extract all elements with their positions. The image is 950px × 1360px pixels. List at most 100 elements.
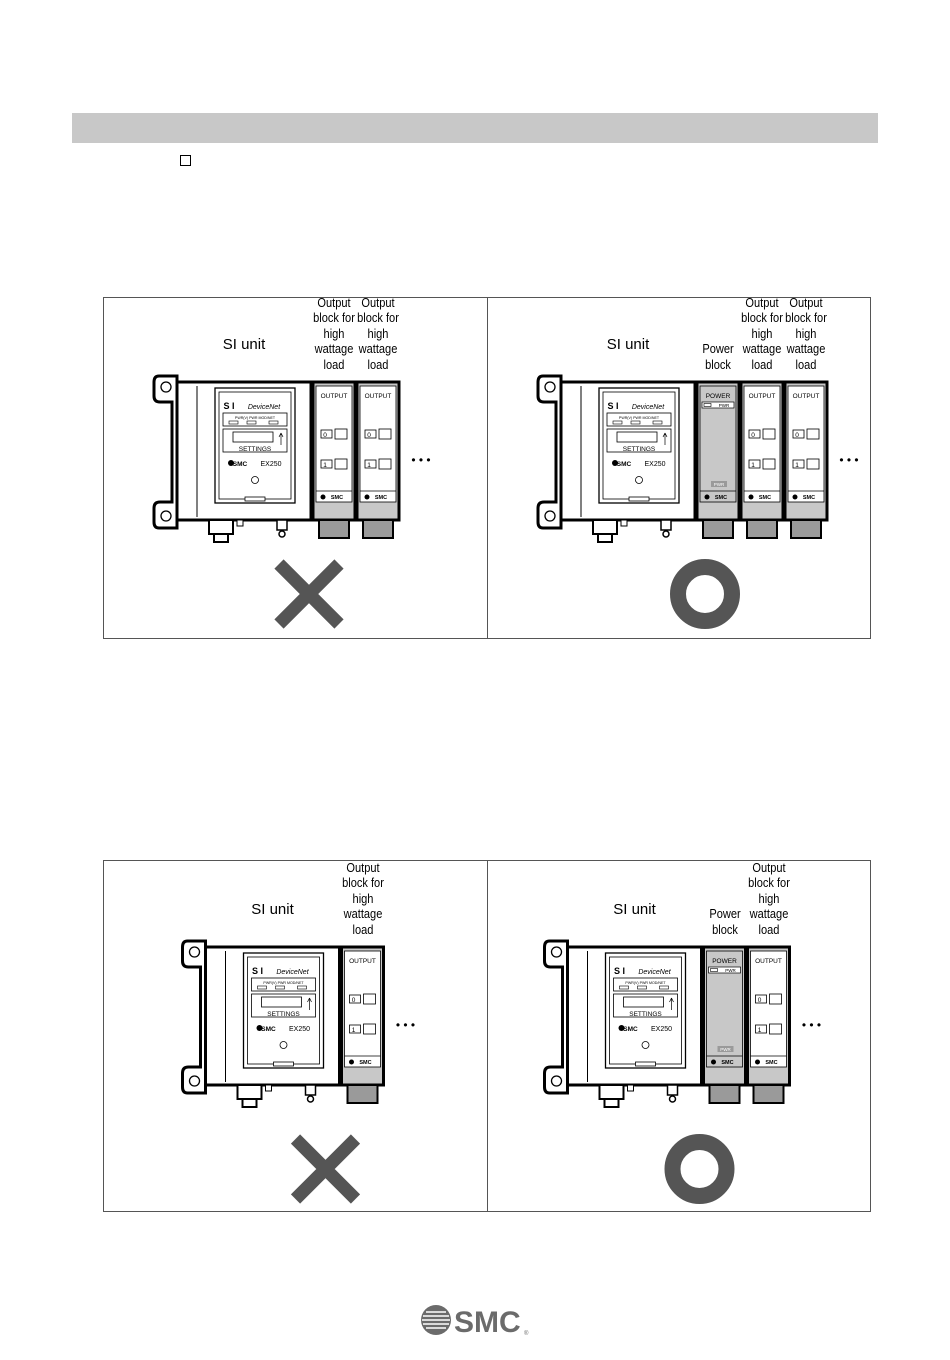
pwr-label: PWR bbox=[719, 403, 730, 408]
channel-label: 0 bbox=[323, 432, 327, 439]
si-unit-label: SI unit bbox=[251, 901, 294, 918]
channel-label: 1 bbox=[367, 462, 371, 469]
si-brand-label: S I bbox=[252, 966, 263, 976]
si-brand-label: S I bbox=[607, 401, 618, 411]
output-label: OUTPUT bbox=[755, 958, 782, 965]
block-brand-label: SMC bbox=[765, 1060, 777, 1066]
model-label: EX250 bbox=[289, 1026, 310, 1033]
logo-text: SMC bbox=[454, 1306, 521, 1339]
smc-logo: SMC ® bbox=[420, 1302, 530, 1339]
model-label: EX250 bbox=[651, 1026, 672, 1033]
cross-mark-icon bbox=[274, 559, 344, 629]
output-label: OUTPUT bbox=[349, 958, 376, 965]
settings-label: SETTINGS bbox=[629, 1011, 662, 1018]
ellipsis: • • • bbox=[396, 1018, 415, 1032]
channel-label: 0 bbox=[352, 997, 356, 1004]
cross-mark-icon bbox=[290, 1134, 361, 1204]
model-label: EX250 bbox=[644, 461, 665, 468]
figure-divider bbox=[487, 861, 488, 1211]
power-block: POWER PWR PWR SMC bbox=[695, 380, 741, 539]
output-label: OUTPUT bbox=[321, 393, 348, 400]
network-label: DeviceNet bbox=[632, 404, 665, 411]
power-label: POWER bbox=[706, 393, 731, 400]
block-brand-label: SMC bbox=[715, 495, 727, 501]
channel-label: 0 bbox=[751, 432, 755, 439]
block-brand-label: SMC bbox=[759, 495, 771, 501]
output-label: OUTPUT bbox=[793, 393, 820, 400]
block-brand-label: SMC bbox=[721, 1060, 733, 1066]
output-label: OUTPUT bbox=[749, 393, 776, 400]
si-unit-label: SI unit bbox=[222, 336, 266, 353]
ellipsis: • • • bbox=[839, 453, 858, 467]
led-labels: PWR(V) PWR MOD/NET bbox=[263, 981, 304, 985]
settings-label: SETTINGS bbox=[623, 446, 656, 453]
si-brand-label: S I bbox=[223, 401, 234, 411]
block-brand-label: SMC bbox=[359, 1060, 371, 1066]
settings-label: SETTINGS bbox=[267, 1011, 300, 1018]
device-brand-label: SMC bbox=[617, 461, 632, 468]
block-brand-label: SMC bbox=[331, 495, 343, 501]
checkbox-icon bbox=[180, 155, 191, 166]
network-label: DeviceNet bbox=[276, 969, 309, 976]
channel-label: 0 bbox=[758, 997, 762, 1004]
pwr-tag-label: PWR bbox=[714, 482, 725, 487]
led-labels: PWR(V) PWR MOD/NET bbox=[625, 981, 666, 985]
pwr-tag-label: PWR bbox=[720, 1047, 731, 1052]
network-label: DeviceNet bbox=[638, 969, 671, 976]
channel-label: 0 bbox=[795, 432, 799, 439]
output-label: OUTPUT bbox=[365, 393, 392, 400]
circle-mark-icon bbox=[664, 1134, 735, 1204]
channel-label: 1 bbox=[751, 462, 755, 469]
led-labels: PWR(V) PWR MOD/NET bbox=[235, 416, 276, 420]
svg-text:®: ® bbox=[524, 1330, 529, 1337]
network-label: DeviceNet bbox=[248, 404, 281, 411]
circle-mark-icon bbox=[670, 559, 740, 629]
device-brand-label: SMC bbox=[233, 461, 248, 468]
section-header-bar bbox=[72, 113, 878, 143]
channel-label: 1 bbox=[758, 1027, 762, 1034]
power-label: POWER bbox=[712, 958, 737, 965]
si-brand-label: S I bbox=[614, 966, 625, 976]
ellipsis: • • • bbox=[802, 1018, 821, 1032]
si-unit-label: SI unit bbox=[606, 336, 650, 353]
pwr-label: PWR bbox=[725, 968, 736, 973]
channel-label: 1 bbox=[352, 1027, 356, 1034]
block-brand-label: SMC bbox=[375, 495, 387, 501]
ellipsis: • • • bbox=[411, 453, 430, 467]
si-unit-label: SI unit bbox=[613, 901, 656, 918]
model-label: EX250 bbox=[260, 461, 281, 468]
led-labels: PWR(V) PWR MOD/NET bbox=[619, 416, 660, 420]
block-brand-label: SMC bbox=[803, 495, 815, 501]
channel-label: 1 bbox=[795, 462, 799, 469]
channel-label: 1 bbox=[323, 462, 327, 469]
smc-logo-icon: SMC ® bbox=[421, 1305, 529, 1339]
figure-divider bbox=[487, 298, 488, 638]
power-block: POWER PWR PWR SMC bbox=[702, 945, 747, 1104]
settings-label: SETTINGS bbox=[239, 446, 272, 453]
